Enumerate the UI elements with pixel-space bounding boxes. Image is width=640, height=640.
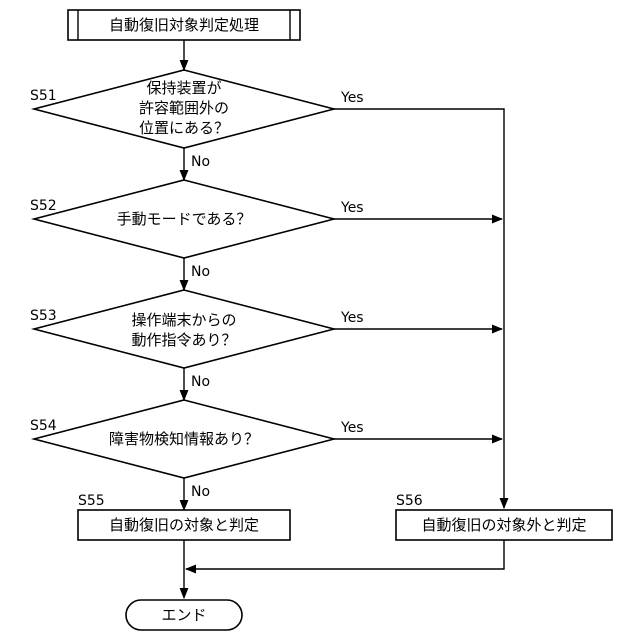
end-terminator: エンド bbox=[126, 600, 242, 630]
decision-s54: S54 障害物検知情報あり？ Yes No bbox=[30, 400, 364, 500]
no-label-s51: No bbox=[191, 154, 210, 170]
decision-s51-line1: 保持装置が bbox=[146, 79, 221, 97]
step-label-s52: S52 bbox=[30, 198, 57, 214]
no-label-s54: No bbox=[191, 484, 210, 500]
decision-s54-line1: 障害物検知情報あり？ bbox=[109, 430, 259, 448]
process-s56-label: 自動復旧の対象外と判定 bbox=[421, 516, 586, 534]
decision-s53: S53 操作端末からの 動作指令あり？ Yes No bbox=[30, 290, 364, 390]
step-label-s53: S53 bbox=[30, 308, 57, 324]
process-s55-label: 自動復旧の対象と判定 bbox=[109, 516, 259, 534]
yes-label-s54: Yes bbox=[340, 420, 364, 436]
connector-s56-to-merge bbox=[186, 540, 504, 569]
step-label-s56: S56 bbox=[396, 493, 423, 509]
decision-s53-line2: 動作指令あり？ bbox=[131, 331, 236, 349]
title-text: 自動復旧対象判定処理 bbox=[109, 16, 259, 34]
decision-s51-line2: 許容範囲外の bbox=[139, 99, 229, 117]
yes-label-s53: Yes bbox=[340, 310, 364, 326]
decision-s53-line1: 操作端末からの bbox=[131, 311, 236, 329]
decision-s52-line1: 手動モードである？ bbox=[117, 210, 252, 228]
title-box: 自動復旧対象判定処理 bbox=[68, 10, 300, 40]
decision-s52: S52 手動モードである？ Yes No bbox=[30, 180, 364, 280]
yes-label-s51: Yes bbox=[340, 90, 364, 106]
step-label-s55: S55 bbox=[78, 493, 105, 509]
no-label-s53: No bbox=[191, 374, 210, 390]
yes-label-s52: Yes bbox=[340, 200, 364, 216]
connector-s51-yes bbox=[334, 109, 504, 508]
step-label-s54: S54 bbox=[30, 418, 57, 434]
end-label: エンド bbox=[161, 606, 206, 624]
no-label-s52: No bbox=[191, 264, 210, 280]
step-label-s51: S51 bbox=[30, 88, 57, 104]
decision-s51-line3: 位置にある？ bbox=[139, 119, 229, 137]
decision-s51: S51 保持装置が 許容範囲外の 位置にある？ Yes No bbox=[30, 70, 364, 170]
